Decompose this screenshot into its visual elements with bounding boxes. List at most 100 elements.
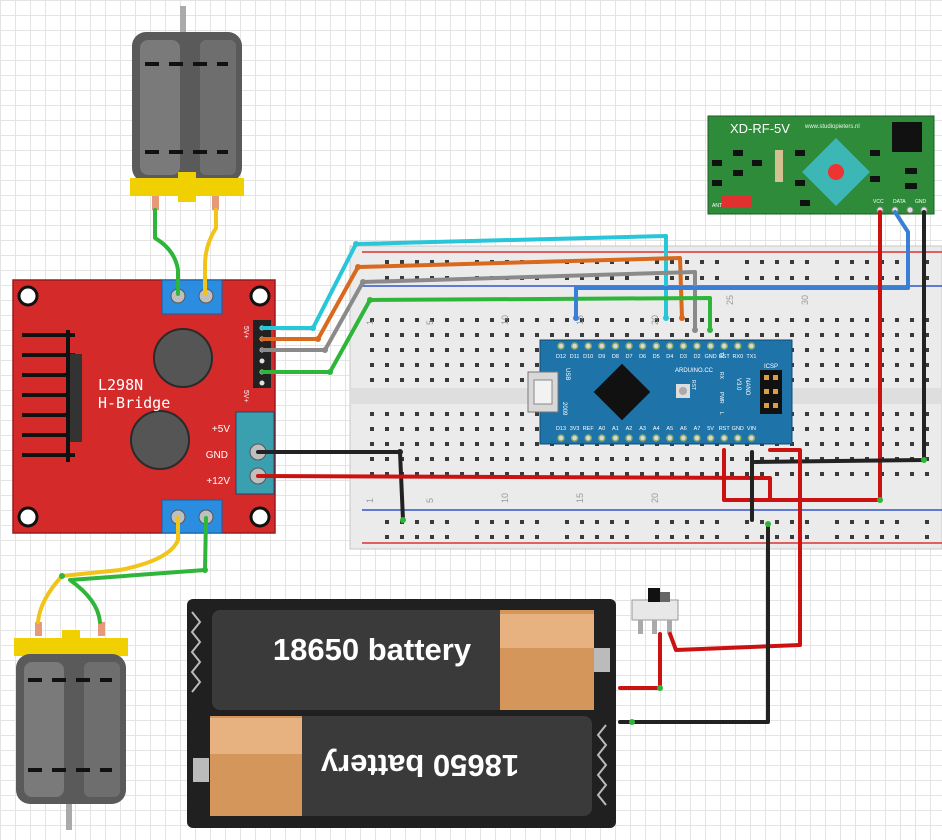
breadboard-hole	[835, 520, 839, 524]
breadboard-hole	[895, 535, 899, 539]
breadboard-hole	[595, 318, 599, 322]
col-label-10b: 10	[500, 493, 510, 503]
nano-top-pin-label: GND	[704, 354, 716, 360]
breadboard-hole	[385, 427, 389, 431]
col-label-5: 5	[425, 320, 435, 325]
breadboard-hole	[580, 520, 584, 524]
nano-top-pin	[598, 342, 606, 350]
wire-ends	[59, 241, 927, 725]
breadboard-hole	[520, 472, 524, 476]
breadboard-hole	[670, 260, 674, 264]
breadboard-hole	[685, 520, 689, 524]
nano-bottom-pin-label: A6	[680, 426, 687, 432]
breadboard-hole	[910, 333, 914, 337]
breadboard-hole	[865, 472, 869, 476]
hbridge-title-l298n: L298N	[98, 376, 143, 394]
nano-bottom-pin-label: REF	[583, 426, 595, 432]
nano-bottom-pin	[693, 434, 701, 442]
breadboard-hole	[760, 276, 764, 280]
breadboard-hole	[790, 276, 794, 280]
breadboard-hole	[655, 260, 659, 264]
breadboard-hole	[760, 260, 764, 264]
breadboard-hole	[910, 348, 914, 352]
nano-bottom-pin-label: A7	[694, 426, 701, 432]
breadboard-hole	[445, 363, 449, 367]
breadboard-hole	[925, 412, 929, 416]
nano-top-pin-label: D12	[556, 354, 566, 360]
breadboard-hole	[790, 318, 794, 322]
nano-bottom-pin	[679, 434, 688, 442]
breadboard-hole	[385, 457, 389, 461]
rf-module-xd-rf-5v: XD-RF-5V www.studiopieters.nl ANT VCC DA…	[707, 115, 935, 215]
breadboard-hole	[865, 276, 869, 280]
breadboard-hole	[835, 348, 839, 352]
nano-bottom-pin	[570, 434, 579, 442]
breadboard-hole	[475, 318, 479, 322]
breadboard-hole	[715, 457, 719, 461]
breadboard-hole	[655, 520, 659, 524]
breadboard-hole	[475, 457, 479, 461]
breadboard-hole	[850, 427, 854, 431]
breadboard-hole	[835, 535, 839, 539]
breadboard-hole	[505, 427, 509, 431]
breadboard-hole	[835, 260, 839, 264]
breadboard-hole	[460, 457, 464, 461]
breadboard-hole	[595, 457, 599, 461]
breadboard-hole	[520, 442, 524, 446]
breadboard-hole	[775, 260, 779, 264]
col-label-30: 30	[800, 295, 810, 305]
breadboard-hole	[610, 472, 614, 476]
nano-label-icsp: ICSP	[764, 364, 778, 370]
breadboard-hole	[415, 348, 419, 352]
breadboard-hole	[490, 457, 494, 461]
nano-top-pin-label: RX0	[732, 354, 743, 360]
breadboard-hole	[385, 520, 389, 524]
nano-bottom-pin-label: A3	[639, 426, 646, 432]
breadboard-hole	[460, 333, 464, 337]
breadboard-hole	[865, 363, 869, 367]
nano-top-pin-label: D6	[639, 354, 646, 360]
nano-bottom-pin-label: D13	[556, 426, 566, 432]
breadboard-hole	[550, 457, 554, 461]
breadboard-hole	[625, 535, 629, 539]
breadboard-hole	[775, 472, 779, 476]
breadboard-hole	[475, 412, 479, 416]
breadboard-hole	[895, 378, 899, 382]
breadboard-hole	[850, 260, 854, 264]
breadboard-hole	[655, 472, 659, 476]
breadboard-hole	[925, 363, 929, 367]
breadboard-hole	[415, 276, 419, 280]
breadboard-hole	[400, 442, 404, 446]
breadboard-hole	[445, 442, 449, 446]
breadboard-hole	[910, 318, 914, 322]
breadboard-hole	[430, 520, 434, 524]
breadboard-hole	[610, 535, 614, 539]
breadboard-hole	[445, 260, 449, 264]
breadboard-hole	[415, 260, 419, 264]
breadboard-hole	[820, 457, 824, 461]
breadboard-hole	[550, 318, 554, 322]
breadboard-hole	[400, 318, 404, 322]
breadboard-hole	[490, 348, 494, 352]
breadboard-hole	[640, 318, 644, 322]
nano-top-pin-label: D10	[583, 354, 593, 360]
breadboard-hole	[370, 333, 374, 337]
breadboard-hole	[535, 427, 539, 431]
breadboard-hole	[670, 535, 674, 539]
nano-top-pin-label: D4	[666, 354, 673, 360]
breadboard-hole	[370, 318, 374, 322]
breadboard-hole	[415, 318, 419, 322]
breadboard-hole	[505, 333, 509, 337]
breadboard-hole	[685, 318, 689, 322]
nano-top-pin-label: D3	[680, 354, 687, 360]
breadboard-hole	[400, 412, 404, 416]
battery-top-label: 18650 battery	[273, 632, 472, 667]
breadboard-hole	[460, 412, 464, 416]
breadboard-hole	[430, 427, 434, 431]
breadboard-hole	[895, 363, 899, 367]
nano-bottom-pin	[720, 434, 728, 442]
breadboard-hole	[925, 535, 929, 539]
breadboard-hole	[850, 318, 854, 322]
breadboard-hole	[445, 535, 449, 539]
